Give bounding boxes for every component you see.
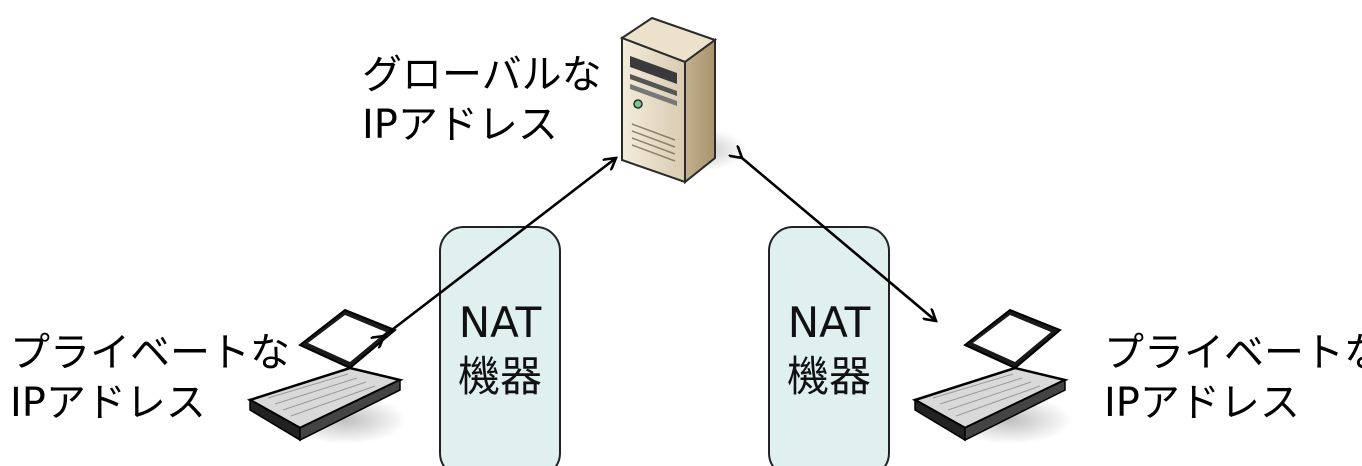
left-pc-label: プライベートな IPアドレス: [10, 328, 290, 428]
server-label-line1: グローバルな: [362, 52, 602, 98]
nat-left-line2: 機器: [457, 352, 542, 401]
right-pc-label: プライベートな IPアドレス: [1104, 328, 1362, 428]
server-label: グローバルな IPアドレス: [362, 50, 602, 150]
arrow-left-pc-to-server: [384, 158, 616, 336]
left-pc-label-line1: プライベートな: [10, 330, 290, 376]
nat-right-line1: NAT: [787, 298, 871, 347]
server-label-line2: IPアドレス: [362, 102, 558, 148]
nat-right-line2: 機器: [786, 352, 871, 401]
nat-left-label: NAT 機器: [440, 296, 560, 404]
arrow-server-to-right-pc: [742, 158, 936, 321]
laptop-icon-right: [911, 308, 1072, 444]
nat-left-line1: NAT: [458, 298, 542, 347]
left-pc-label-line2: IPアドレス: [10, 380, 206, 426]
right-pc-label-line1: プライベートな: [1104, 330, 1362, 376]
right-pc-label-line2: IPアドレス: [1104, 380, 1300, 426]
server-icon: [619, 16, 747, 185]
nat-right-label: NAT 機器: [769, 296, 889, 404]
